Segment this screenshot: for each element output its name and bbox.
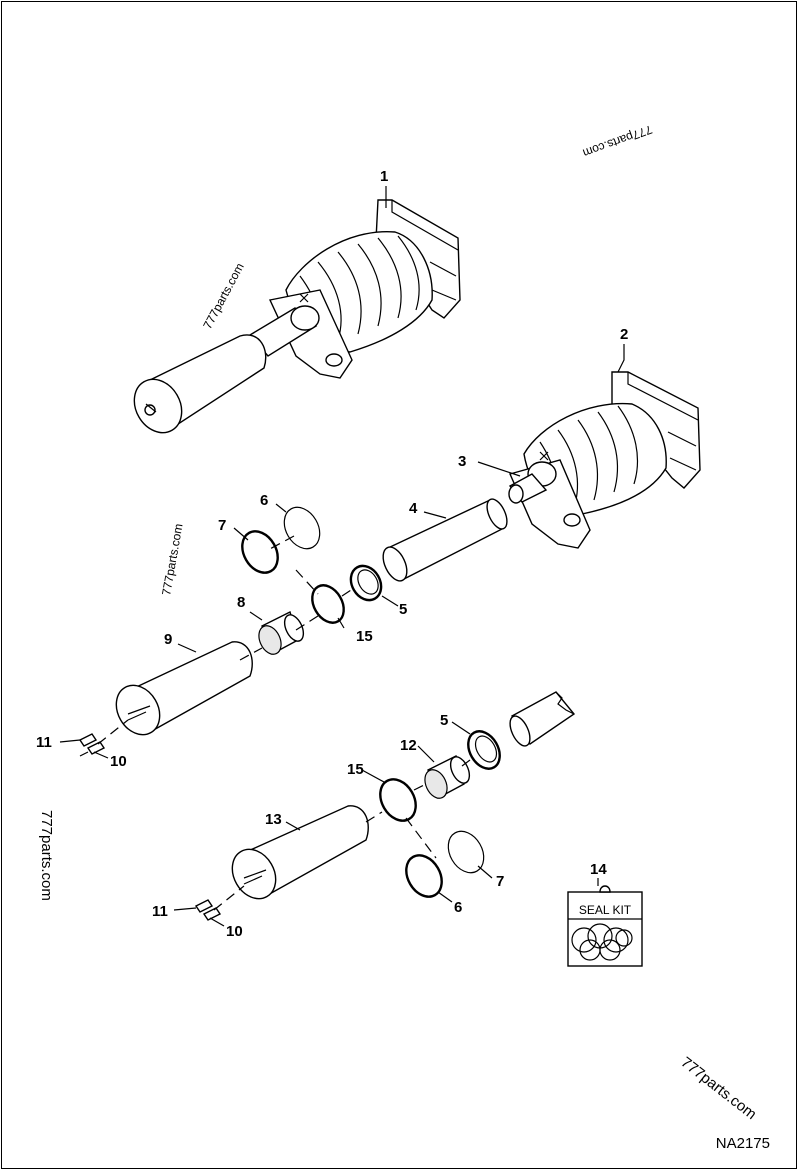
o-ring-7-upper <box>241 530 279 574</box>
callout-10-upper: 10 <box>110 753 127 770</box>
grip-part-9 <box>115 641 253 736</box>
callout-15-upper: 15 <box>356 628 373 645</box>
callout-4: 4 <box>409 500 418 517</box>
fitting-part-11-lower <box>194 899 214 913</box>
tube-part-4 <box>382 498 508 582</box>
o-ring-6-lower <box>405 854 443 898</box>
callout-9: 9 <box>164 631 172 648</box>
callout-5-lower: 5 <box>440 712 448 729</box>
fitting-part-10-lower <box>202 907 222 921</box>
assembly-line-g <box>213 885 245 911</box>
callout-6-upper: 6 <box>260 492 268 509</box>
watermark-middle-left: 777parts.com <box>159 522 185 596</box>
fitting-part-11-upper <box>78 733 98 747</box>
assembly-line-f <box>239 647 263 661</box>
leader-lines <box>59 186 625 927</box>
fitting-part-10-upper <box>79 741 106 757</box>
callout-5-upper: 5 <box>399 601 407 618</box>
callout-10-lower: 10 <box>226 923 243 940</box>
callout-11-upper: 11 <box>36 734 52 751</box>
callout-6-lower: 6 <box>454 899 462 916</box>
callout-2: 2 <box>620 326 628 343</box>
joystick-assembly-1 <box>133 199 461 434</box>
tube-reference-lower <box>509 691 576 747</box>
drawing-code: NA2175 <box>716 1135 770 1152</box>
callout-7-upper: 7 <box>218 517 226 534</box>
seal-ring-5-upper <box>349 564 383 602</box>
assembly-line-e <box>295 615 319 631</box>
watermark-upper-left: 777parts.com <box>200 261 246 332</box>
callout-8: 8 <box>237 594 245 611</box>
assembly-line-h <box>461 759 471 767</box>
seal-ring-5-lower <box>467 730 501 770</box>
joystick-assembly-2 <box>508 371 701 549</box>
callout-14: 14 <box>590 861 607 878</box>
seal-ring-5-lower-inner <box>474 735 498 763</box>
watermark-lower-left: 777parts.com <box>38 810 55 901</box>
o-ring-6-upper <box>283 506 321 550</box>
callout-3: 3 <box>458 453 466 470</box>
callout-13: 13 <box>265 811 282 828</box>
callout-11-lower: 11 <box>152 903 168 920</box>
callout-15-lower: 15 <box>347 761 364 778</box>
assembly-line-a <box>97 719 129 745</box>
seal-kit-box <box>567 885 643 967</box>
seal-kit-label: SEAL KIT <box>579 903 632 917</box>
callout-12: 12 <box>400 737 417 754</box>
bushing-part-12 <box>424 754 471 800</box>
watermark-bottom-right: 777parts.com <box>678 1054 760 1123</box>
assembly-line-b <box>267 535 295 551</box>
callout-7-lower: 7 <box>496 873 504 890</box>
assembly-line-k <box>365 811 383 823</box>
callout-1: 1 <box>380 168 388 185</box>
o-ring-7-lower <box>447 830 485 874</box>
assembly-line-d <box>341 587 355 597</box>
assembly-line-c <box>295 569 319 595</box>
o-ring-15-upper <box>311 584 345 624</box>
assembly-line-i <box>413 783 427 791</box>
bushing-part-8 <box>258 610 305 656</box>
o-ring-15-lower <box>379 778 417 822</box>
grip-part-13 <box>231 805 369 900</box>
watermark-top-right: 777parts.com <box>581 122 654 160</box>
assembly-line-j <box>405 817 437 859</box>
